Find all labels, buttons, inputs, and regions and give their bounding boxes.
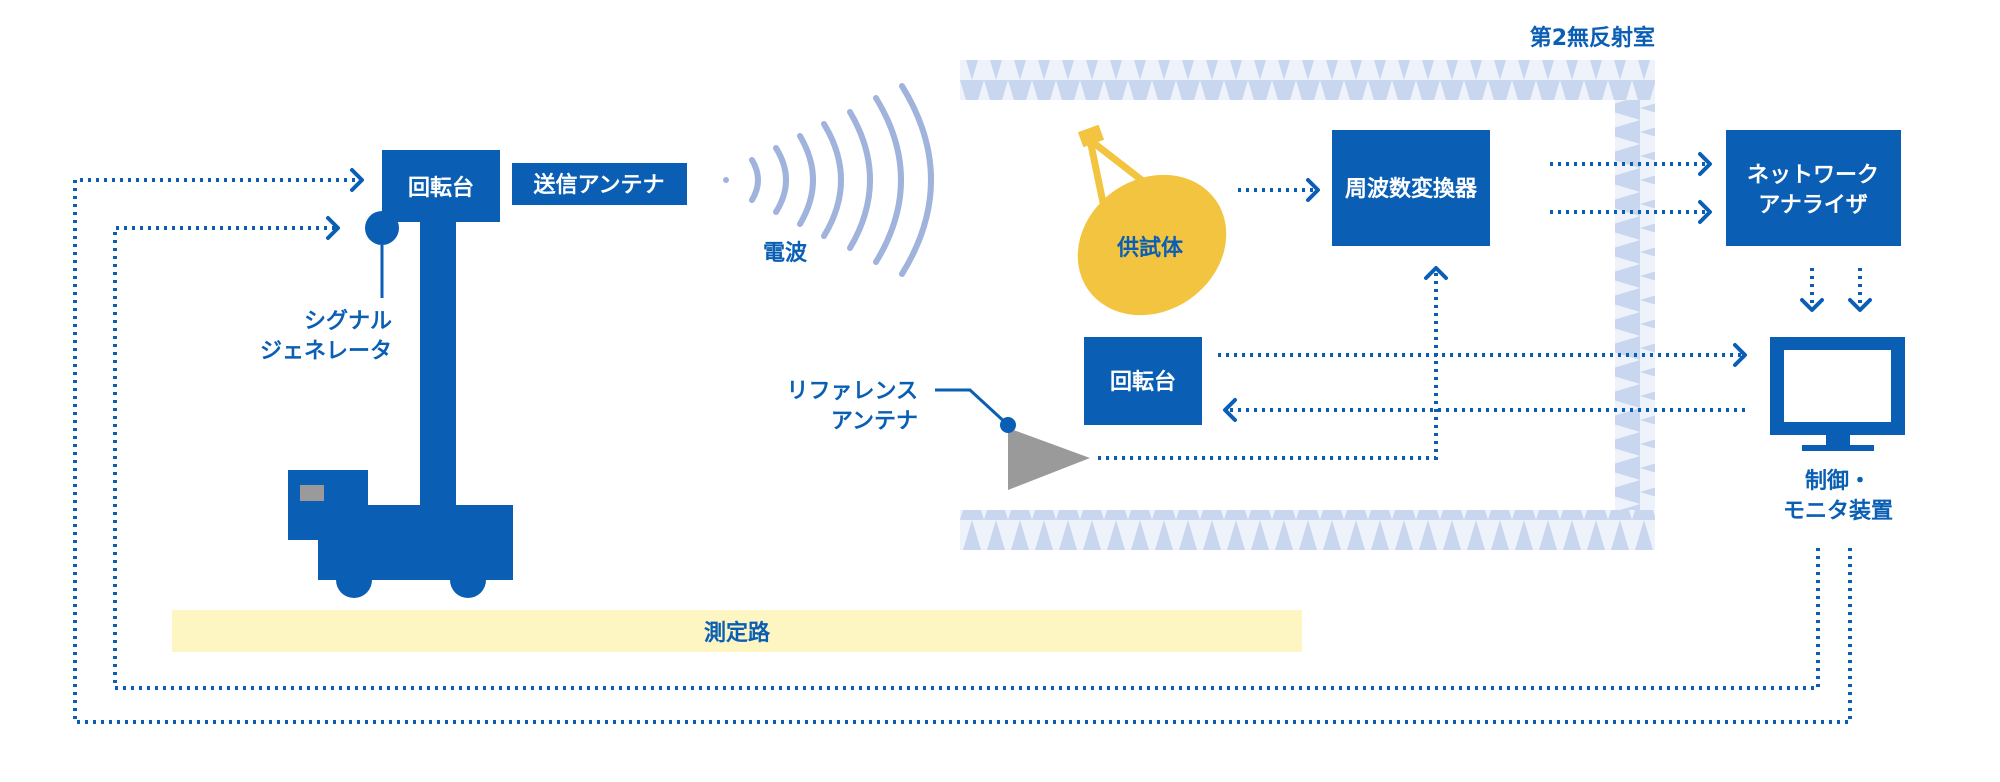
- connector-monitor-to-generator: [113, 226, 1820, 690]
- arrow-to-turntable-left: [1223, 398, 1237, 422]
- horn-antenna-icon: [1008, 428, 1090, 490]
- monitor-icon: [1770, 337, 1905, 451]
- arrow-to-outer-turntable: [350, 168, 364, 192]
- freq-converter-box: 周波数変換器: [1332, 130, 1490, 246]
- signal-generator-label-2: ジェネレータ: [260, 339, 392, 364]
- freq-converter-label: 周波数変換器: [1345, 176, 1478, 202]
- vehicle-icon: [288, 218, 513, 598]
- arrow-to-generator: [326, 216, 340, 240]
- arrow-to-na-1: [1698, 152, 1712, 176]
- left-turntable-label: 回転台: [408, 175, 474, 201]
- anechoic-chamber: 第2無反射室: [960, 25, 1655, 550]
- network-analyzer-label-1: ネットワーク: [1747, 163, 1879, 188]
- left-turntable-box: 回転台: [382, 150, 500, 222]
- signal-connectors: [73, 162, 1862, 724]
- chamber-title: 第2無反射室: [1530, 25, 1655, 51]
- reference-antenna-label-1: リファレンス: [786, 379, 918, 404]
- signal-generator: シグナル ジェネレータ: [260, 211, 399, 364]
- arrowheads: [326, 152, 1872, 422]
- arrow-up-converter: [1424, 266, 1448, 280]
- dish-antenna-icon: [1077, 124, 1227, 316]
- network-analyzer-label-2: アナライザ: [1758, 193, 1868, 218]
- arrow-to-na-2: [1698, 200, 1712, 224]
- arrow-to-monitor-right: [1733, 343, 1747, 367]
- arrow-to-monitor-1: [1800, 298, 1824, 312]
- reference-antenna: リファレンス アンテナ: [786, 379, 1090, 490]
- dut-label: 供試体: [1116, 235, 1184, 261]
- measurement-path: 測定路: [172, 610, 1302, 652]
- network-analyzer-box: ネットワーク アナライザ: [1726, 130, 1901, 246]
- radio-wave-icon: [723, 83, 934, 277]
- signal-generator-dot: [365, 211, 399, 245]
- arrow-to-monitor-2: [1848, 298, 1872, 312]
- tx-antenna-box: 送信アンテナ: [512, 163, 687, 205]
- inner-turntable-label: 回転台: [1110, 369, 1176, 395]
- signal-generator-label-1: シグナル: [304, 308, 392, 334]
- radio-wave-label: 電波: [763, 241, 808, 266]
- arrow-to-converter: [1306, 178, 1320, 202]
- inner-turntable-box: 回転台: [1084, 337, 1202, 425]
- measurement-path-label: 測定路: [704, 620, 771, 646]
- reference-antenna-label-2: アンテナ: [831, 409, 918, 434]
- tx-antenna-label: 送信アンテナ: [533, 172, 664, 198]
- connector-reference-to-converter: [1098, 268, 1438, 460]
- connector-monitor-to-turntable-outer: [73, 178, 1852, 724]
- control-monitor-label-2: モニタ装置: [1783, 499, 1893, 524]
- control-monitor-label-1: 制御・: [1805, 468, 1871, 494]
